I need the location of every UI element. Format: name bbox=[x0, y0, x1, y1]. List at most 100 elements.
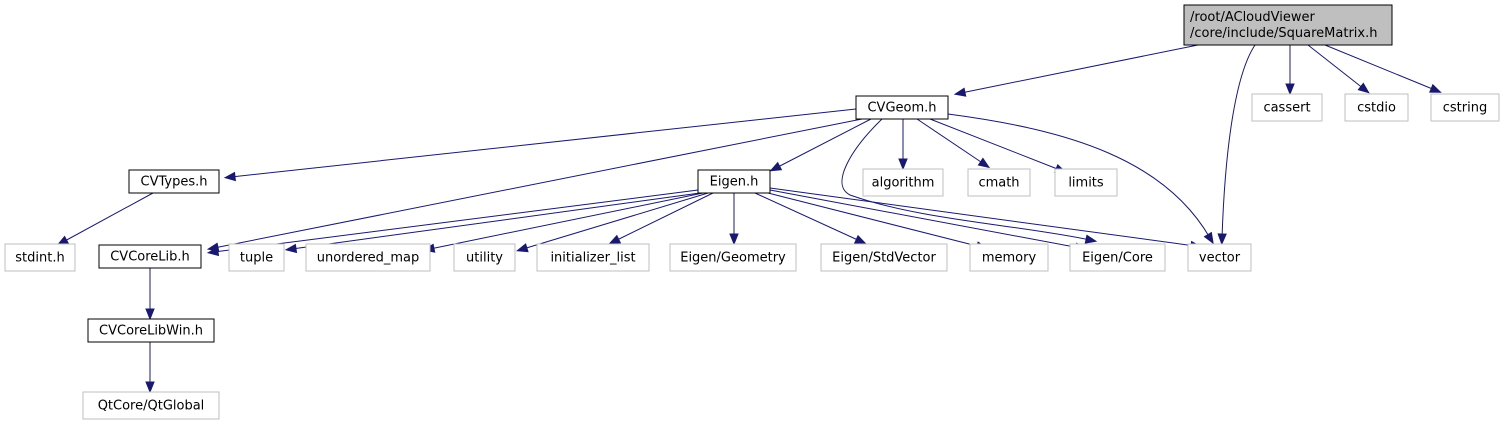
node-cvcorelibwin[interactable]: CVCoreLibWin.h bbox=[87, 318, 215, 343]
arrowhead-icon bbox=[729, 233, 739, 246]
node-unordered_map: unordered_map bbox=[305, 243, 431, 272]
node-label: Eigen.h bbox=[710, 175, 759, 190]
edge-line bbox=[775, 118, 872, 169]
node-label: CVCoreLib.h bbox=[110, 250, 190, 265]
edge-line bbox=[767, 192, 982, 248]
arrowhead-icon bbox=[608, 234, 622, 245]
node-cstring: cstring bbox=[1430, 93, 1500, 122]
node-label: Eigen/Core bbox=[1082, 251, 1153, 266]
arrowhead-icon bbox=[284, 243, 298, 254]
edge-line bbox=[916, 118, 985, 165]
arrowhead-icon bbox=[223, 171, 236, 182]
arrowhead-icon bbox=[977, 157, 991, 169]
node-box bbox=[1251, 93, 1323, 122]
edge-eigen-to-eigen_core bbox=[769, 189, 1088, 252]
node-stdint: stdint.h bbox=[4, 243, 76, 272]
node-box bbox=[855, 95, 949, 120]
arrowhead-icon bbox=[953, 87, 967, 97]
edge-line bbox=[62, 192, 154, 243]
arrowhead-icon bbox=[1429, 83, 1442, 93]
node-memory: memory bbox=[969, 243, 1049, 272]
node-label: QtCore/QtGlobal bbox=[98, 399, 205, 414]
node-label: Eigen/Geometry bbox=[680, 251, 786, 266]
node-label: cstring bbox=[1443, 101, 1487, 116]
node-box bbox=[228, 243, 285, 272]
node-label: CVCoreLibWin.h bbox=[99, 324, 203, 339]
node-box bbox=[1187, 243, 1252, 272]
edge-eigen-to-cvcorelib bbox=[206, 189, 699, 257]
node-label: algorithm bbox=[872, 176, 935, 191]
node-label: vector bbox=[1199, 251, 1241, 266]
edge-eigen-to-unordered_map bbox=[422, 192, 704, 253]
edge-eigen-to-vector bbox=[769, 187, 1203, 251]
node-box bbox=[669, 243, 797, 272]
arrowhead-icon bbox=[145, 308, 155, 321]
node-box bbox=[305, 243, 431, 272]
node-box bbox=[453, 243, 516, 272]
arrowhead-icon bbox=[206, 246, 220, 257]
edge-line bbox=[960, 44, 1199, 94]
edge-line bbox=[1324, 44, 1436, 91]
edge-cvcorelib-to-cvcorelibwin bbox=[145, 268, 155, 321]
nodes-layer: /root/ACloudViewer/core/include/SquareMa… bbox=[4, 4, 1500, 420]
node-box bbox=[1054, 168, 1118, 197]
edge-squarematrix-to-cvgeom bbox=[953, 44, 1199, 97]
node-label: memory bbox=[982, 251, 1037, 266]
node-eigen_geometry: Eigen/Geometry bbox=[669, 243, 797, 272]
arrowhead-icon bbox=[515, 243, 529, 253]
edge-line bbox=[614, 192, 714, 242]
node-cvgeom[interactable]: CVGeom.h bbox=[855, 95, 949, 120]
arrowhead-icon bbox=[898, 158, 908, 171]
node-box bbox=[128, 169, 220, 194]
node-box bbox=[87, 318, 215, 343]
node-vector: vector bbox=[1187, 243, 1252, 272]
edge-eigen-to-memory bbox=[767, 192, 989, 251]
arrowhead-icon bbox=[1357, 82, 1370, 94]
arrowhead-icon bbox=[1217, 233, 1227, 246]
node-initializer_list: initializer_list bbox=[536, 243, 650, 272]
edge-line bbox=[754, 192, 861, 242]
edge-line bbox=[522, 192, 709, 250]
node-box bbox=[969, 243, 1049, 272]
arrowhead-icon bbox=[769, 161, 783, 172]
edge-cvcorelibwin-to-qtglobal bbox=[145, 342, 155, 394]
node-box bbox=[1069, 243, 1166, 272]
edge-line bbox=[1307, 44, 1365, 90]
edge-eigen-to-eigen_stdvector bbox=[754, 192, 867, 245]
node-cstdio: cstdio bbox=[1344, 93, 1409, 122]
edge-line bbox=[769, 189, 1081, 249]
node-cvtypes[interactable]: CVTypes.h bbox=[128, 169, 220, 194]
node-squarematrix[interactable]: /root/ACloudViewer/core/include/SquareMa… bbox=[1183, 4, 1393, 46]
edge-line bbox=[929, 118, 1061, 171]
node-algorithm: algorithm bbox=[862, 168, 944, 197]
edge-cvgeom-to-vector bbox=[947, 113, 1214, 245]
node-box bbox=[1430, 93, 1500, 122]
node-label: initializer_list bbox=[550, 251, 635, 266]
node-label: utility bbox=[466, 251, 503, 266]
node-box bbox=[697, 169, 771, 194]
node-cmath: cmath bbox=[967, 168, 1031, 197]
node-box bbox=[1183, 4, 1393, 46]
node-label: stdint.h bbox=[15, 251, 64, 266]
edge-squarematrix-to-cstdio bbox=[1307, 44, 1370, 94]
node-utility: utility bbox=[453, 243, 516, 272]
node-label: /root/ACloudViewer bbox=[1190, 10, 1315, 25]
edge-cvtypes-to-stdint bbox=[56, 192, 154, 246]
edge-line bbox=[213, 189, 699, 253]
arrowhead-icon bbox=[1203, 231, 1214, 245]
edge-squarematrix-to-vector bbox=[1217, 44, 1256, 246]
edge-cvgeom-to-algorithm bbox=[898, 119, 908, 171]
node-cvcorelib[interactable]: CVCoreLib.h bbox=[98, 244, 202, 269]
edge-cvgeom-to-cmath bbox=[916, 118, 991, 169]
arrowhead-icon bbox=[1285, 83, 1295, 96]
node-box bbox=[4, 243, 76, 272]
node-label: /core/include/SquareMatrix.h bbox=[1190, 26, 1377, 41]
edge-line bbox=[213, 118, 863, 249]
edge-line bbox=[429, 192, 704, 250]
arrowhead-icon bbox=[853, 234, 867, 245]
node-eigen[interactable]: Eigen.h bbox=[697, 169, 771, 194]
node-label: cstdio bbox=[1357, 101, 1396, 116]
node-cassert: cassert bbox=[1251, 93, 1323, 122]
node-box bbox=[536, 243, 650, 272]
edge-cvgeom-to-cvtypes bbox=[223, 108, 857, 182]
